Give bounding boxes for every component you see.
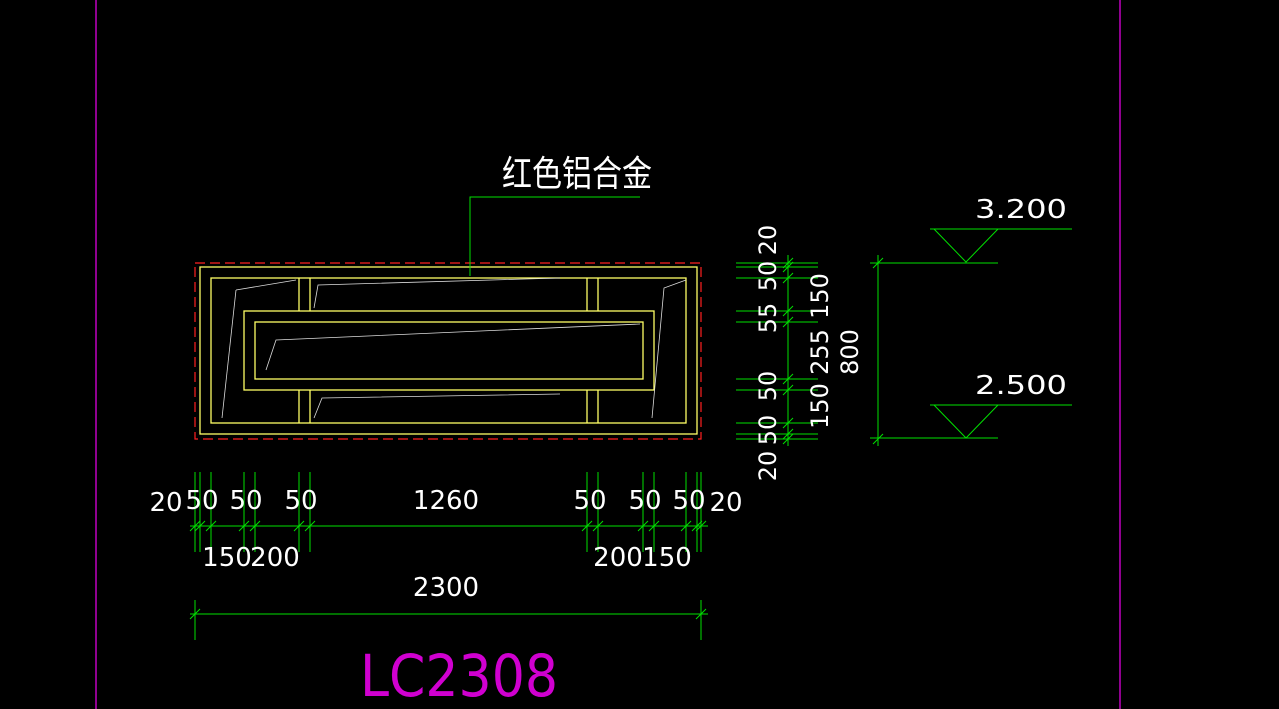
hdim-row2-2: 200: [593, 543, 643, 573]
elevation-marker-bottom: [870, 404, 1072, 439]
vdim-row2-1: 255: [806, 329, 834, 375]
vdim-row1-2: 55: [754, 303, 782, 334]
outer-frame: [199, 266, 698, 435]
hdim-tick: [293, 520, 305, 532]
hdim-tick: [249, 520, 261, 532]
vdim-tick: [782, 428, 794, 440]
elevation-top-label: 3.200: [975, 195, 1067, 225]
horizontal-dimension-labels: 20 50 50 50 1260 50 50 50 20 150 200 200…: [149, 486, 742, 603]
transom-panel: [243, 310, 655, 391]
vdim-row2-0: 150: [806, 273, 834, 319]
hdim-row2-0: 150: [202, 543, 252, 573]
window-frame: [199, 266, 698, 435]
hdim-tick: [238, 520, 250, 532]
vdim-row2-2: 150: [806, 383, 834, 429]
hdim-total-tick: [695, 608, 707, 620]
hdim-tick: [592, 520, 604, 532]
hdim-tick: [680, 520, 692, 532]
hdim-row1-0: 20: [149, 488, 182, 518]
hdim-tick: [637, 520, 649, 532]
hdim-row1-7: 50: [672, 486, 705, 516]
hdim-row2-3: 150: [642, 543, 692, 573]
window-code-title: LC2308: [360, 642, 558, 709]
vdim-tick: [782, 417, 794, 429]
vertical-dimensions: [736, 255, 884, 446]
vdim-tick: [782, 257, 794, 269]
material-leader-line: [469, 196, 640, 276]
material-label: 红色铝合金: [502, 154, 652, 195]
vdim-tick: [782, 384, 794, 396]
vdim-row1-0: 20: [754, 225, 782, 256]
vdim-total: 800: [836, 329, 864, 375]
hdim-row1-3: 50: [284, 486, 317, 516]
hdim-row2-1: 200: [250, 543, 300, 573]
hdim-row1-6: 50: [628, 486, 661, 516]
vdim-row1-3: 50: [754, 371, 782, 402]
hdim-row1-4: 1260: [413, 486, 479, 516]
hdim-tick: [695, 520, 707, 532]
vdim-row1-4: 50: [754, 415, 782, 446]
vdim-tick: [782, 433, 794, 445]
hdim-total-tick: [189, 608, 201, 620]
horizontal-dimensions: [189, 472, 708, 640]
glass-reflection-marks: [221, 277, 687, 419]
hdim-row1-5: 50: [573, 486, 606, 516]
hdim-row1-2: 50: [229, 486, 262, 516]
hdim-tick: [194, 520, 206, 532]
hdim-tick: [648, 520, 660, 532]
elevation-bottom-label: 2.500: [975, 371, 1067, 401]
vdim-row1-1: 50: [754, 261, 782, 292]
fixed-glass-panel: [254, 321, 644, 380]
hdim-row1-8: 20: [709, 488, 742, 518]
vdim-row1-6: 20: [754, 451, 782, 482]
hdim-tick: [581, 520, 593, 532]
vdim-tick: [782, 373, 794, 385]
hdim-tick: [189, 520, 201, 532]
hdim-tick: [304, 520, 316, 532]
elevation-marker-top: [870, 228, 1072, 264]
vdim-tick: [782, 305, 794, 317]
vdim-total-tick: [872, 433, 884, 445]
hdim-tick: [691, 520, 703, 532]
inner-frame: [210, 277, 687, 424]
vdim-tick: [782, 261, 794, 273]
hdim-tick: [205, 520, 217, 532]
vdim-tick: [782, 272, 794, 284]
hdim-row1-1: 50: [185, 486, 218, 516]
opening-outline-dashed: [194, 262, 702, 440]
vertical-dimension-labels: 20 50 55 50 50 50 20 150 255 150 800: [754, 225, 864, 482]
vdim-tick: [782, 316, 794, 328]
hdim-total: 2300: [413, 573, 479, 603]
